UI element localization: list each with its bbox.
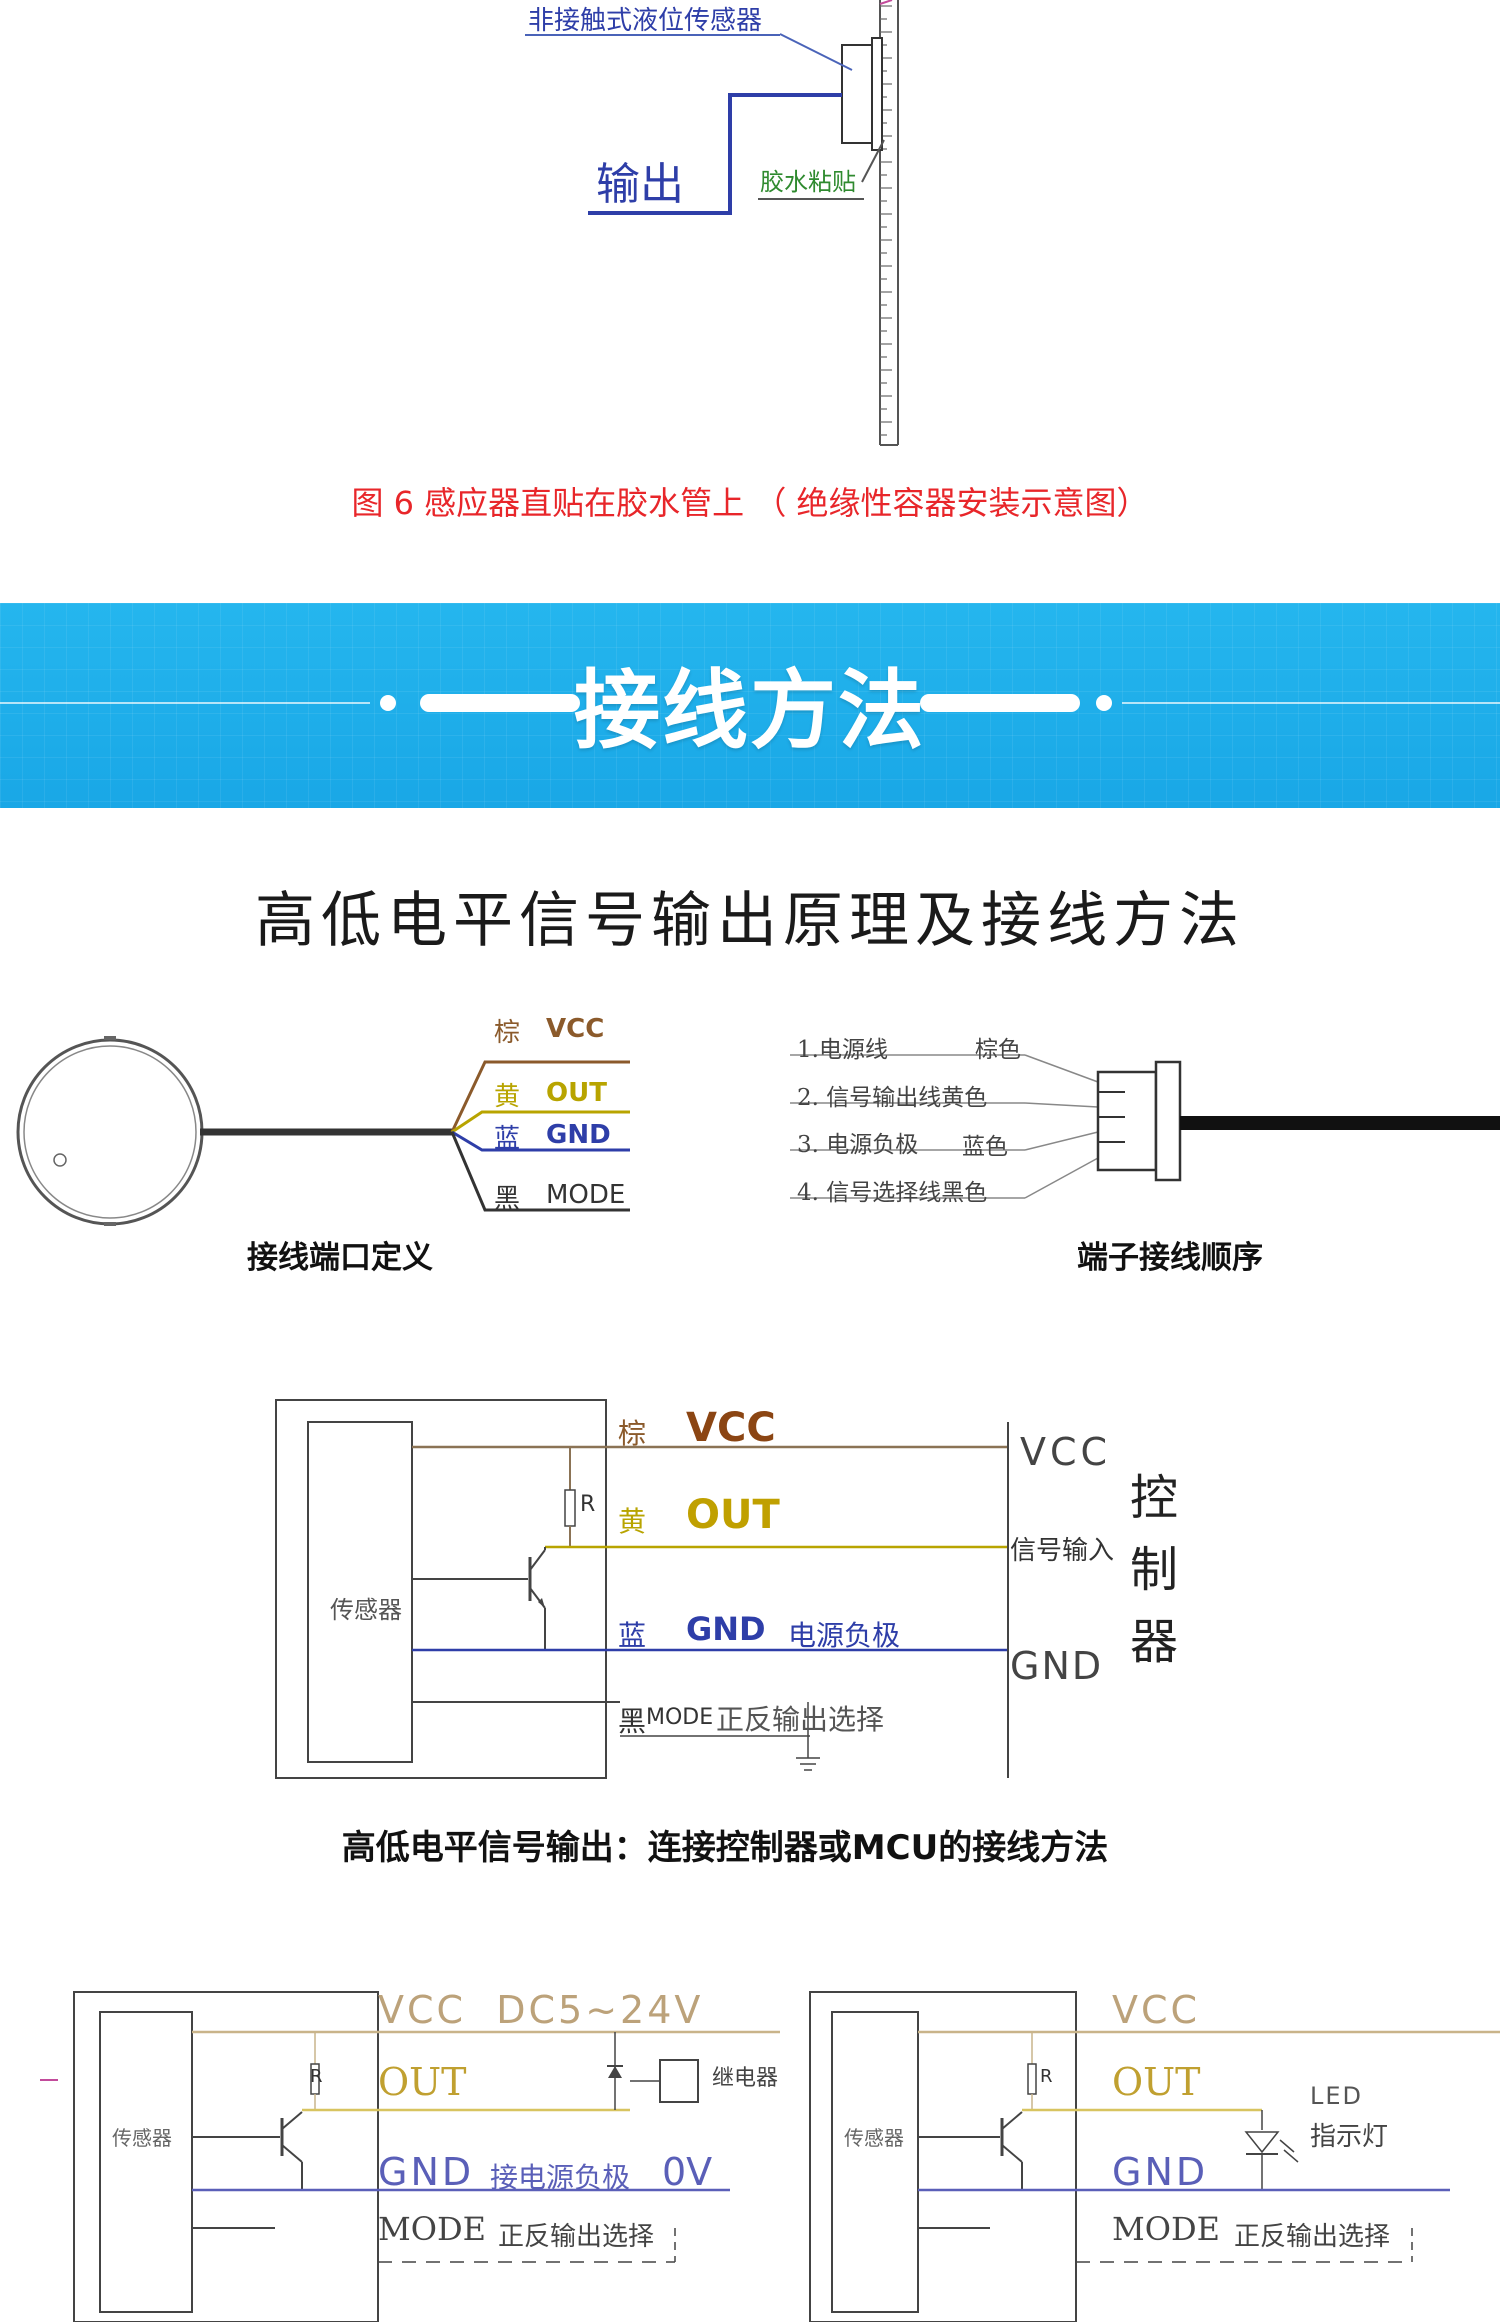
terminal-line-3-color: 蓝色 — [962, 1134, 1008, 1160]
ctrl-resistor-label: R — [580, 1492, 596, 1517]
relay-gnd-note: 接电源负极 — [490, 2161, 631, 2194]
banner-grid-pattern — [0, 603, 1500, 808]
controller-circuit-diagram — [275, 1399, 1009, 1779]
led-out-label: OUT — [1112, 2060, 1201, 2104]
installation-diagram — [588, 0, 899, 446]
led-mode-note: 正反输出选择 — [1234, 2222, 1391, 2252]
led-circuit-diagram — [809, 1991, 1500, 2322]
terminal-order-diagram — [790, 1054, 1500, 1199]
ground-symbol — [796, 1702, 820, 1771]
glue-pointer-line — [861, 139, 885, 183]
wire-out-label: OUT — [546, 1078, 607, 1108]
controller-circuit-caption: 高低电平信号输出：连接控制器或MCU的接线方法 — [341, 1828, 1109, 1868]
relay-gnd-label: GND — [378, 2150, 475, 2194]
ctrl-vcc-color: 棕 — [618, 1417, 647, 1450]
ctrl-vcc-input: VCC — [1020, 1430, 1112, 1474]
sensor-type-label: 非接触式液位传感器 — [528, 6, 763, 36]
controller-label: 控制器 — [1130, 1470, 1179, 1670]
relay-transistor — [192, 2111, 303, 2190]
relay-mode-note: 正反输出选择 — [498, 2222, 655, 2252]
relay-coil-label: 继电器 — [712, 2066, 779, 2091]
relay-vcc-label: VCC DC5~24V — [378, 1988, 704, 2032]
ctrl-mode-note: 正反输出选择 — [716, 1703, 885, 1736]
sensor-disc — [16, 1036, 204, 1226]
led-diode-symbol — [1244, 2110, 1299, 2190]
led-mode-label: MODE — [1112, 2210, 1221, 2248]
terminal-line-4: 4. 信号选择线黑色 — [797, 1180, 988, 1206]
wire-brown-color: 棕 — [494, 1018, 521, 1048]
sensor-box — [307, 1421, 413, 1763]
ctrl-gnd-note: 电源负极 — [788, 1619, 901, 1652]
ctrl-out-label: OUT — [686, 1492, 780, 1538]
relay-sensor-box — [99, 2011, 193, 2313]
terminal-line-3: 3. 电源负极 — [797, 1132, 919, 1158]
ctrl-out-color: 黄 — [618, 1505, 647, 1538]
relay-sensor-label: 传感器 — [112, 2126, 172, 2150]
terminal-connector — [1096, 1060, 1182, 1182]
terminal-diagram-caption: 端子接线顺序 — [1077, 1240, 1263, 1276]
relay-coil — [659, 2059, 699, 2103]
section-title: 高低电平信号输出原理及接线方法 — [255, 886, 1245, 956]
led-sensor-label: 传感器 — [844, 2126, 904, 2150]
wire-blue-color: 蓝 — [494, 1124, 521, 1154]
banner-title: 接线方法 — [574, 661, 926, 761]
led-vcc-label: VCC — [1112, 1988, 1201, 2032]
relay-mode-label: MODE — [378, 2210, 487, 2248]
wire-gnd-label: GND — [546, 1120, 611, 1150]
ctrl-vcc-label: VCC — [686, 1405, 776, 1451]
ctrl-mode-color: 黑 — [618, 1705, 647, 1738]
led-label-2: 指示灯 — [1310, 2122, 1389, 2152]
relay-gnd-voltage: 0V — [662, 2150, 713, 2194]
ctrl-sensor-label: 传感器 — [330, 1596, 402, 1624]
relay-resistor-label: R — [310, 2066, 323, 2087]
terminal-leader-lines — [790, 1054, 1099, 1199]
relay-out-label: OUT — [378, 2060, 467, 2104]
sensor-pointer-line — [779, 33, 853, 71]
pullup-resistor — [564, 1489, 576, 1527]
terminal-line-1: 1.电源线 — [797, 1037, 888, 1063]
glue-label-underline — [758, 198, 864, 200]
led-resistor-label: R — [1040, 2066, 1053, 2087]
terminal-line-1-color: 棕色 — [975, 1037, 1021, 1063]
ctrl-mode-label: MODE — [646, 1705, 714, 1730]
ctrl-signal-input: 信号输入 — [1010, 1536, 1115, 1566]
wire-yellow-color: 黄 — [494, 1082, 521, 1112]
banner-decoration — [0, 694, 1500, 712]
sensor-label-underline — [525, 34, 780, 36]
wire-diagram-caption: 接线端口定义 — [247, 1240, 433, 1276]
led-gnd-label: GND — [1112, 2150, 1209, 2194]
sensor-wire-diagram — [16, 1036, 630, 1226]
figure-caption: 图 6 感应器直贴在胶水管上 （ 绝缘性容器安装示意图） — [351, 484, 1149, 522]
ctrl-gnd-color: 蓝 — [618, 1619, 647, 1652]
relay-diode — [607, 2032, 623, 2110]
led-label-1: LED — [1310, 2082, 1364, 2110]
output-label: 输出 — [596, 159, 684, 210]
ctrl-gnd-input: GND — [1010, 1644, 1104, 1688]
sensor-block — [841, 37, 883, 151]
terminal-line-2: 2. 信号输出线黄色 — [797, 1085, 988, 1111]
wire-mode-label: MODE — [546, 1180, 626, 1210]
output-wire — [588, 93, 842, 215]
led-sensor-box — [831, 2011, 919, 2313]
led-transistor — [918, 2111, 1023, 2190]
section-banner — [0, 603, 1500, 808]
wire-vcc-label: VCC — [546, 1014, 605, 1044]
wire-black-color: 黑 — [494, 1184, 521, 1214]
wire-fan — [450, 1060, 630, 1212]
relay-circuit-diagram — [40, 1991, 780, 2322]
transistor — [412, 1547, 546, 1650]
glue-label: 胶水粘贴 — [760, 168, 856, 196]
ctrl-gnd-label: GND — [686, 1610, 766, 1648]
